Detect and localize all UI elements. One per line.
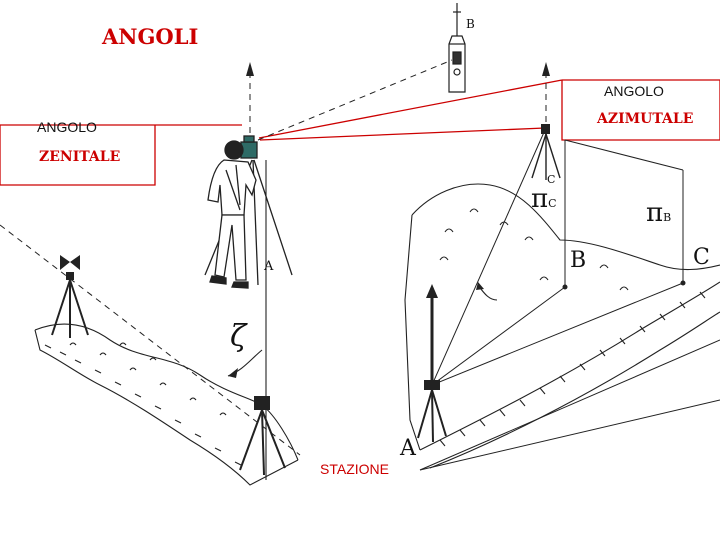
target-C-small-label: C	[547, 173, 556, 186]
pi-b-symbol: π	[646, 198, 664, 228]
lower-ground-ray-1	[419, 339, 720, 471]
zenith-callout-box	[0, 124, 156, 186]
station-tripod-right	[417, 380, 447, 443]
zenith-arc-arrow	[228, 368, 238, 378]
point-C-dot	[680, 280, 686, 286]
azimuth-box-line1: ANGOLO	[604, 83, 664, 99]
azimuth-leader-line-top	[258, 79, 563, 139]
vertical-axis-arrowhead	[426, 284, 438, 298]
pi-c-symbol: π	[531, 184, 549, 214]
point-C-label: C	[693, 245, 710, 270]
point-B-dot	[562, 284, 568, 290]
left-horizon-line	[0, 224, 301, 456]
left-tripod-target	[51, 255, 89, 338]
left-terrain	[34, 323, 299, 486]
pi-c-subscript: C	[548, 197, 557, 210]
plane-pi-b-label: πB	[646, 200, 671, 226]
station-tripod-left	[239, 396, 286, 476]
azimuth-box-line2: AZIMUTALE	[597, 111, 694, 127]
lower-ground-ray-2	[419, 399, 720, 471]
right-sight-lines	[419, 129, 720, 471]
zenith-angle-symbol: ζ	[230, 319, 247, 354]
point-B-label: B	[570, 248, 587, 273]
point-A-small-label: A	[264, 259, 274, 274]
right-terrain	[404, 183, 720, 469]
to-B-dashed-line	[257, 59, 453, 141]
target-B-label: B	[466, 17, 475, 31]
target-C-tripod	[531, 124, 561, 180]
dashed-lines	[0, 59, 547, 456]
page-title: ANGOLI	[102, 24, 199, 49]
target-B-tower	[448, 3, 466, 93]
red-callouts	[0, 79, 720, 186]
azimuth-callout-box	[561, 79, 720, 141]
azimuth-leader-line-mid	[259, 127, 546, 141]
pi-b-subscript: B	[663, 211, 672, 224]
zenith-arrowhead	[246, 62, 254, 76]
zenith-box-line2: ZENITALE	[39, 149, 121, 165]
surveyor-figure	[204, 135, 293, 289]
azimuth-arc-arrow	[476, 282, 484, 290]
point-A-label: A	[400, 436, 416, 461]
plane-pi-c-label: πC	[531, 186, 557, 212]
zenith-box-line1: ANGOLO	[37, 119, 97, 135]
station-label: STAZIONE	[320, 461, 389, 477]
azimuth-arrowhead	[542, 62, 550, 76]
